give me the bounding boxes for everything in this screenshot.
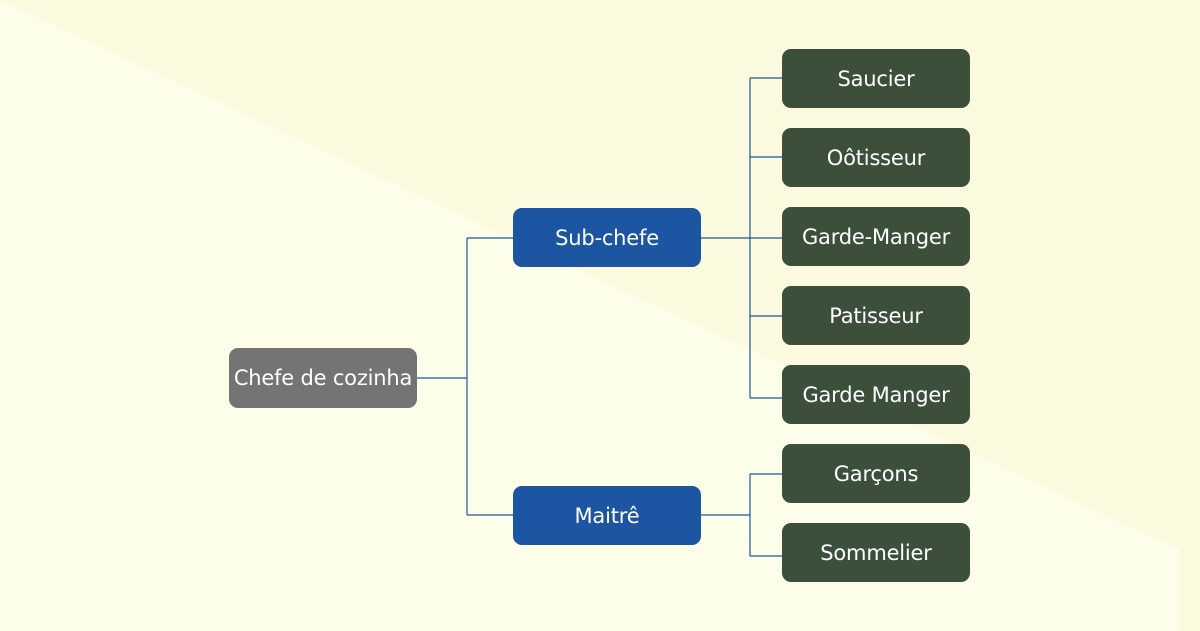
- leaf-node-saucier: Saucier: [782, 49, 970, 108]
- leaf-node-ootisseur: Oôtisseur: [782, 128, 970, 187]
- branch-node-sub-chefe: Sub-chefe: [513, 208, 701, 267]
- root-node-chefe-de-cozinha: Chefe de cozinha: [229, 348, 417, 408]
- branch-node-label: Sub-chefe: [555, 225, 659, 250]
- leaf-node-label: Sommelier: [820, 540, 932, 565]
- root-node-label: Chefe de cozinha: [233, 366, 413, 390]
- branch-node-maitre: Maitrê: [513, 486, 701, 545]
- branch-node-label: Maitrê: [574, 503, 640, 528]
- leaf-node-label: Garde-Manger: [801, 224, 950, 249]
- leaf-node-label: Oôtisseur: [826, 145, 926, 170]
- leaf-node-garcons: Garçons: [782, 444, 970, 503]
- leaf-node-sommelier: Sommelier: [782, 523, 970, 582]
- leaf-node-garde-manger: Garde Manger: [782, 365, 970, 424]
- leaf-node-label: Garçons: [833, 461, 919, 486]
- leaf-node-garde-manger-hyphen: Garde-Manger: [782, 207, 970, 266]
- leaf-node-label: Garde Manger: [802, 382, 950, 407]
- leaf-node-label: Patisseur: [829, 303, 923, 328]
- leaf-node-patisseur: Patisseur: [782, 286, 970, 345]
- leaf-node-label: Saucier: [837, 66, 915, 91]
